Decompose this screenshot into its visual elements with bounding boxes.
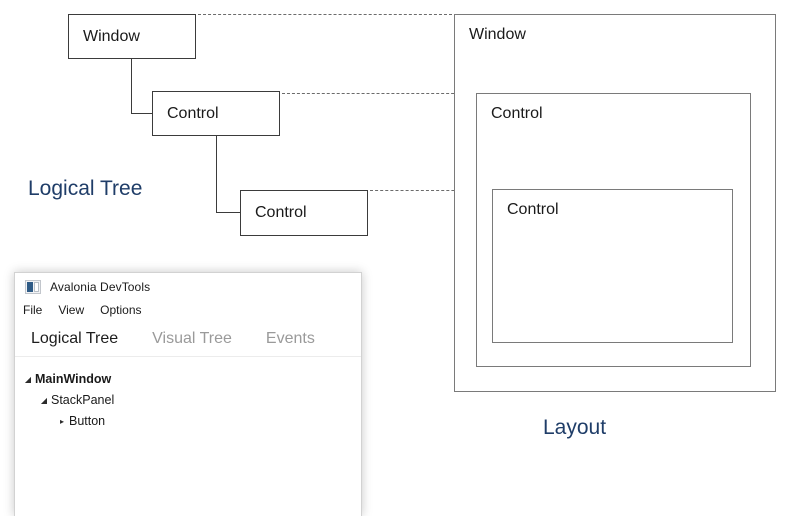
menu-item-file[interactable]: File <box>23 303 43 317</box>
logical-node-window[interactable]: Window <box>68 14 196 59</box>
chevron-collapsed-icon[interactable]: ▸ <box>59 416 64 426</box>
layout-box-control-2-label: Control <box>507 201 559 218</box>
logical-tree-caption: Logical Tree <box>28 177 143 200</box>
tab-strip-divider <box>15 356 361 357</box>
devtools-tree-view[interactable]: ◢ MainWindow ◢ StackPanel ▸ Button <box>15 357 361 432</box>
avalonia-devtools-window[interactable]: Avalonia DevTools File View Options Logi… <box>14 272 362 516</box>
tab-events[interactable]: Events <box>265 330 315 347</box>
logical-node-control-2[interactable]: Control <box>240 190 368 236</box>
tree-edge-window-control1-vertical <box>131 58 132 114</box>
logical-node-window-label: Window <box>83 27 140 45</box>
layout-box-control-2[interactable]: Control <box>492 189 733 343</box>
chevron-expanded-icon[interactable]: ◢ <box>40 395 48 405</box>
layout-box-window-label: Window <box>469 26 526 43</box>
logical-node-control-1-label: Control <box>167 104 219 122</box>
logical-node-control-1[interactable]: Control <box>152 91 280 136</box>
tree-item-button[interactable]: ▸ Button <box>15 411 361 432</box>
logical-node-control-2-label: Control <box>255 204 307 221</box>
devtools-title: Avalonia DevTools <box>50 280 151 294</box>
chevron-expanded-icon[interactable]: ◢ <box>24 374 32 384</box>
devtools-menu-bar: File View Options <box>15 301 361 321</box>
layout-caption: Layout <box>543 416 607 439</box>
tree-edge-control1-control2-vertical <box>216 135 217 213</box>
tree-item-stackpanel[interactable]: ◢ StackPanel <box>15 390 361 411</box>
tab-visual-tree[interactable]: Visual Tree <box>152 330 232 347</box>
tree-edge-control1-control2-horizontal <box>216 212 241 213</box>
tree-item-stackpanel-label: StackPanel <box>51 393 115 408</box>
devtools-title-bar: Avalonia DevTools <box>15 273 361 301</box>
menu-item-options[interactable]: Options <box>100 303 142 317</box>
tree-item-mainwindow-label: MainWindow <box>35 372 112 387</box>
menu-item-view[interactable]: View <box>58 303 85 317</box>
layout-box-control-1-label: Control <box>491 105 543 122</box>
connector-control2-dashed <box>370 190 490 191</box>
window-app-icon <box>25 280 41 294</box>
tree-item-button-label: Button <box>69 414 106 429</box>
connector-control1-dashed <box>282 93 474 94</box>
devtools-tab-strip: Logical Tree Visual Tree Events <box>15 321 361 357</box>
tree-edge-window-control1-horizontal <box>131 113 153 114</box>
tab-logical-tree[interactable]: Logical Tree <box>31 330 119 347</box>
connector-window-dashed <box>198 14 452 15</box>
tree-item-mainwindow[interactable]: ◢ MainWindow <box>15 369 361 390</box>
